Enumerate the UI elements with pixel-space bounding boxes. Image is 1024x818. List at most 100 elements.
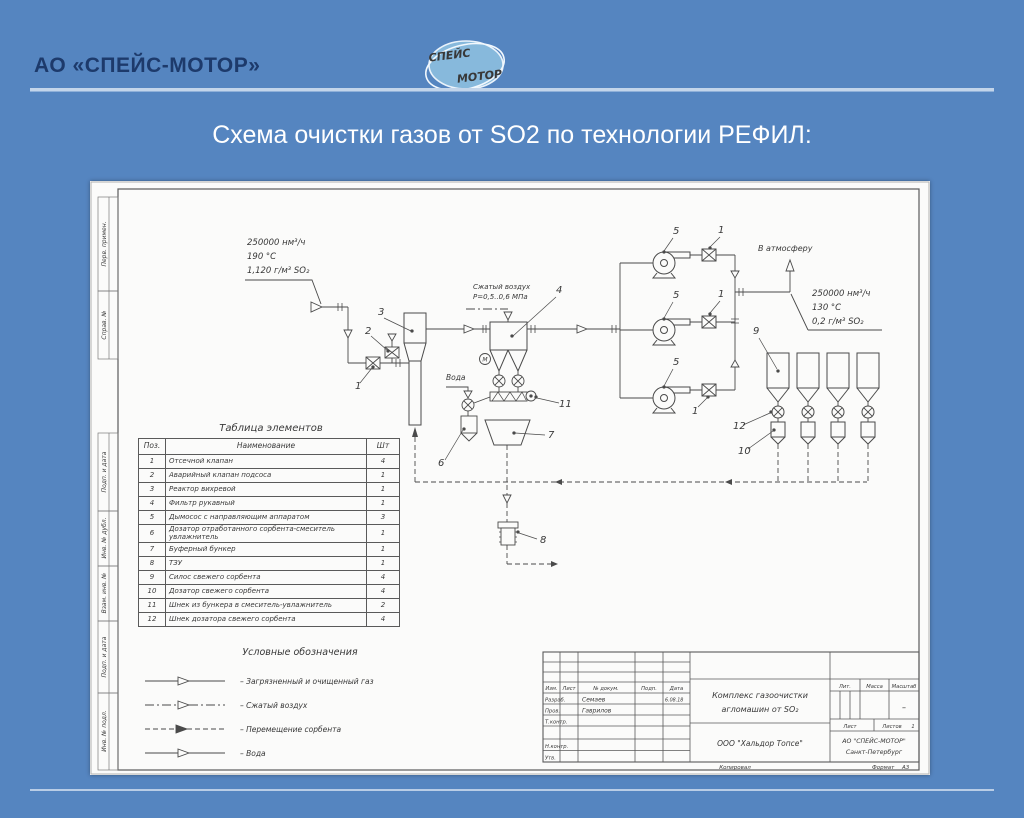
callout-numbers: 1 2 3 4 5 5 5 1 1 1 6 7 8 9 11 12 10: [355, 225, 759, 546]
svg-text:M: M: [482, 357, 488, 364]
frame-strip-labels: Перв. примен. Справ. № Подп. и дата Инв.…: [101, 221, 108, 751]
callout-12: 12: [733, 421, 746, 432]
callout-9: 9: [753, 326, 759, 337]
drawing-sheet: Перв. примен. Справ. № Подп. и дата Инв.…: [90, 181, 930, 775]
compressed-air-line: [466, 308, 509, 322]
stamp-col-list: Лист: [561, 686, 576, 692]
silo-1: [766, 352, 790, 445]
sorbent-arrows: [412, 427, 732, 567]
callout-leaders: [359, 236, 780, 540]
elements-table-title: Таблица элементов: [219, 423, 323, 434]
stamp-checked-by: Гаврилов: [582, 708, 612, 715]
callout-3: 3: [378, 307, 384, 318]
logo-text-bottom: МОТОР: [456, 67, 502, 85]
footer-divider: [30, 789, 994, 791]
company-logo: СПЕЙС МОТОР: [425, 40, 505, 92]
outlet-annotation: 250000 нм³/ч 130 °C 0,2 г/м³ SO₂: [812, 289, 870, 327]
air-funnel-icon: [503, 311, 513, 322]
water-label: Вода: [446, 373, 466, 382]
filter-out-arrow-icon: [576, 324, 589, 334]
stamp-mass-label: Масса: [866, 684, 883, 690]
stamp-lit-label: Лит.: [838, 684, 851, 690]
callout-1: 1: [355, 381, 361, 392]
screw-conveyor: [489, 390, 537, 402]
legend-item-air: – Сжатый воздух: [240, 701, 308, 710]
stamp-scale-label: Масштаб: [892, 684, 917, 690]
air-label-text: Сжатый воздух: [473, 283, 531, 291]
callout-1c: 1: [718, 289, 724, 300]
stamp-sheets-label: Листов: [881, 724, 901, 730]
emergency-valve-2: [384, 346, 400, 359]
callout-8: 8: [540, 535, 546, 546]
stamp-sheets-value: 1: [911, 724, 914, 730]
manifold-funnel-up-icon: [730, 359, 740, 368]
frame-label-vzam-inv: Взам. инв. №: [101, 573, 108, 614]
junction-ticks: [337, 288, 744, 367]
callout-10: 10: [738, 446, 751, 457]
buffer-bunker: [484, 419, 531, 446]
frame-label-sprav: Справ. №: [101, 310, 108, 339]
stamp-doc-title-2: агломашин от SO₂: [721, 705, 799, 714]
return-arrow-left-icon: [555, 479, 562, 485]
water-dozator-mixer: [460, 398, 478, 442]
callout-5b: 5: [673, 290, 679, 301]
outlet-flow-text: 250000 нм³/ч: [812, 289, 870, 299]
tzu-device: [497, 521, 519, 546]
outlet-so2-text: 0,2 г/м³ SO₂: [812, 317, 864, 327]
elements-table: Таблица элементов Поз. Наименование Шт 1…: [138, 423, 404, 628]
legend-item-gas: – Загрязненный и очищенный газ: [240, 677, 374, 686]
atmosphere-label: В атмосферу: [758, 244, 813, 253]
callout-5c: 5: [673, 357, 679, 368]
callout-5a: 5: [673, 226, 679, 237]
stamp-tcontrol-label: Т.контр.: [545, 720, 567, 726]
legend: Условные обозначения – Загрязненный и оч…: [145, 647, 374, 758]
stamp-developed-by: Семаев: [582, 697, 606, 704]
stamp-col-izm: Изм.: [545, 686, 557, 692]
inlet-annotation: 250000 нм³/ч 190 °C 1,120 г/м³ SO₂: [247, 238, 310, 276]
col-name: Наименование: [165, 438, 367, 455]
outlet-temp-text: 130 °C: [812, 303, 841, 313]
stamp-doc-title-1: Комплекс газоочистки: [712, 691, 808, 700]
smoke-exhauster-2: [651, 315, 735, 346]
stamp-contractor: ООО "Хальдор Топсе": [717, 739, 803, 748]
bunker-funnel-icon: [502, 494, 512, 505]
stamp-developed-label: Разраб.: [545, 698, 565, 704]
callout-7: 7: [548, 430, 555, 441]
logo-text-top: СПЕЙС: [428, 47, 471, 65]
return-arrow-left2-icon: [725, 479, 732, 485]
reactor-feed-arrow-icon: [412, 427, 418, 437]
inlet-so2-text: 1,120 г/м³ SO₂: [247, 266, 310, 276]
motor-icon: M: [479, 353, 491, 365]
col-pos: Поз.: [138, 438, 166, 455]
silo-4: [856, 352, 880, 445]
sorbent-silos: [766, 352, 880, 445]
callout-1b: 1: [718, 225, 724, 236]
stamp-sheet-label: Лист: [842, 724, 857, 730]
reactor-out-arrow-icon: [463, 324, 476, 334]
frame-label-podp-data-2: Подп. и дата: [101, 636, 108, 677]
frame-strip: [97, 196, 119, 771]
bag-filter: [489, 321, 528, 373]
col-qty: Шт: [366, 438, 400, 455]
frame-label-podp-data-1: Подп. и дата: [101, 451, 108, 492]
silo-3: [826, 352, 850, 445]
smoke-exhauster-3: [651, 383, 735, 414]
stamp-col-dokum: № докум.: [592, 686, 619, 692]
slide-title: Схема очистки газов от SO2 по технологии…: [212, 121, 812, 149]
header-divider: [30, 88, 994, 92]
process-diagram: Перв. примен. Справ. № Подп. и дата Инв.…: [90, 181, 930, 775]
title-block: Изм. Лист № докум. Подп. Дата Разраб. Се…: [542, 651, 920, 771]
air-annotation: Сжатый воздух P=0,5..0,6 МПа: [473, 283, 531, 301]
valve2-funnel-icon: [387, 333, 397, 342]
inlet-flow-text: 250000 нм³/ч: [247, 238, 305, 248]
stamp-approved-label: Утв.: [545, 756, 556, 762]
gas-lines: [245, 255, 882, 416]
